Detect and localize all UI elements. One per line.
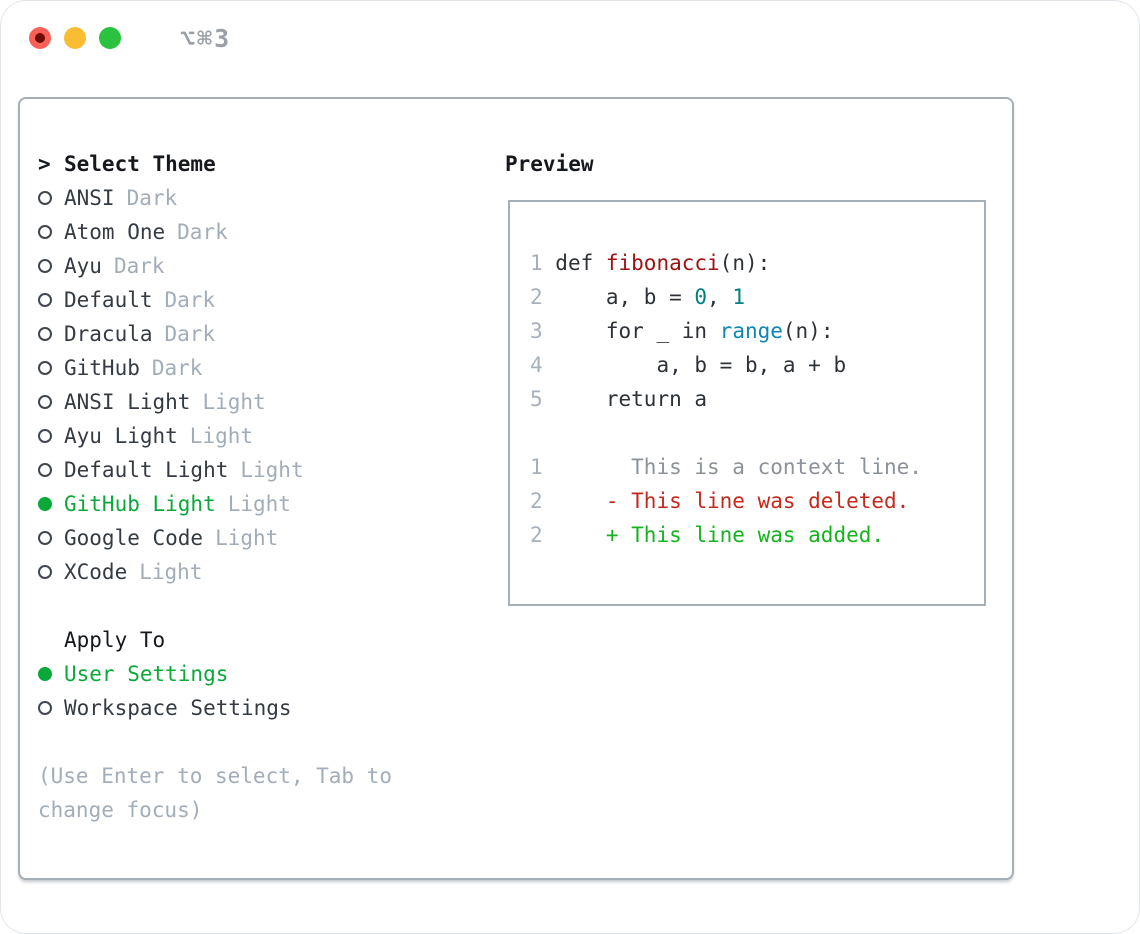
code-line: 1 def fibonacci(n):	[530, 251, 771, 275]
theme-option-default[interactable]: Default Dark	[38, 283, 392, 317]
option-label: GitHub	[64, 356, 140, 380]
radio-icon	[38, 327, 52, 341]
variant-label: Light	[202, 390, 266, 414]
variant-label: Light	[240, 458, 304, 482]
apply-option-user-settings[interactable]: User Settings	[38, 657, 392, 691]
spacer	[38, 589, 392, 623]
code-line: 2 - This line was deleted.	[530, 489, 910, 513]
code-line: 5 return a	[530, 387, 708, 411]
option-label: Dracula	[64, 322, 153, 346]
close-button[interactable]	[29, 27, 51, 49]
theme-option-xcode[interactable]: XCode Light	[38, 555, 392, 589]
option-label: Workspace Settings	[64, 696, 292, 720]
theme-option-atom-one[interactable]: Atom One Dark	[38, 215, 392, 249]
code-line: 1 This is a context line.	[530, 455, 922, 479]
radio-icon	[38, 429, 52, 443]
select-theme-label: Select Theme	[64, 152, 216, 176]
radio-icon	[38, 225, 52, 239]
option-label: XCode	[64, 560, 128, 584]
variant-label: Dark	[113, 254, 165, 278]
option-label: Ayu Light	[64, 424, 178, 448]
apply-to-header: Apply To	[38, 623, 392, 657]
spacer	[38, 725, 392, 759]
code-line: 3 for _ in range(n):	[530, 319, 834, 343]
radio-icon	[38, 293, 52, 307]
theme-option-default-light[interactable]: Default Light Light	[38, 453, 392, 487]
window-titlebar: ⌥⌘3	[0, 0, 1140, 76]
option-label: ANSI Light	[64, 390, 191, 414]
code-line: 2 a, b = 0, 1	[530, 285, 745, 309]
preview-box: 1 def fibonacci(n): 2 a, b = 0, 1 3 for _ …	[508, 200, 986, 606]
radio-icon	[38, 463, 52, 477]
radio-icon	[38, 191, 52, 205]
code-line	[530, 416, 984, 450]
theme-option-github[interactable]: GitHub Dark	[38, 351, 392, 385]
radio-icon	[38, 701, 52, 715]
option-label: Default	[64, 288, 153, 312]
variant-label: Dark	[151, 356, 203, 380]
option-label: ANSI	[64, 186, 115, 210]
minimize-button[interactable]	[64, 27, 86, 49]
apply-to-label: Apply To	[64, 628, 166, 652]
option-label: GitHub Light	[64, 492, 216, 516]
theme-option-ayu[interactable]: Ayu Dark	[38, 249, 392, 283]
zoom-button[interactable]	[99, 27, 121, 49]
hint-line: change focus)	[38, 798, 203, 822]
variant-label: Light	[189, 424, 254, 448]
option-label: Default Light	[64, 458, 229, 482]
variant-label: Dark	[177, 220, 228, 244]
option-label: Google Code	[64, 526, 204, 550]
variant-label: Light	[227, 492, 291, 516]
radio-icon	[38, 395, 52, 409]
option-label: Atom One	[64, 220, 166, 244]
radio-icon	[38, 531, 52, 545]
theme-option-github-light[interactable]: GitHub Light Light	[38, 487, 392, 521]
apply-option-workspace-settings[interactable]: Workspace Settings	[38, 691, 392, 725]
theme-option-ansi[interactable]: ANSI Dark	[38, 181, 392, 215]
radio-selected-icon	[38, 497, 52, 511]
option-label: Ayu	[64, 254, 102, 278]
theme-option-ayu-light[interactable]: Ayu Light Light	[38, 419, 392, 453]
variant-label: Dark	[164, 288, 216, 312]
select-theme-header: > Select Theme	[38, 147, 392, 181]
code-line: 2 + This line was added.	[530, 523, 885, 547]
radio-icon	[38, 565, 52, 579]
variant-label: Light	[215, 526, 279, 550]
code-preview: 1 def fibonacci(n): 2 a, b = 0, 1 3 for _ …	[510, 202, 984, 552]
theme-option-google-code[interactable]: Google Code Light	[38, 521, 392, 555]
radio-icon	[38, 361, 52, 375]
radio-icon	[38, 259, 52, 273]
hint-line: (Use Enter to select, Tab to	[38, 764, 393, 788]
keyboard-hint: (Use Enter to select, Tab to change focus…	[38, 759, 392, 827]
prompt-icon: >	[38, 152, 51, 176]
window-title: ⌥⌘3	[180, 23, 232, 53]
variant-label: Dark	[126, 186, 178, 210]
option-label: User Settings	[64, 662, 229, 686]
variant-label: Dark	[164, 322, 216, 346]
preview-title: Preview	[505, 152, 594, 176]
theme-option-ansi-light[interactable]: ANSI Light Light	[38, 385, 392, 419]
theme-option-dracula[interactable]: Dracula Dark	[38, 317, 392, 351]
variant-label: Light	[139, 560, 203, 584]
code-line: 4 a, b = b, a + b	[530, 353, 847, 377]
radio-selected-icon	[38, 667, 52, 681]
